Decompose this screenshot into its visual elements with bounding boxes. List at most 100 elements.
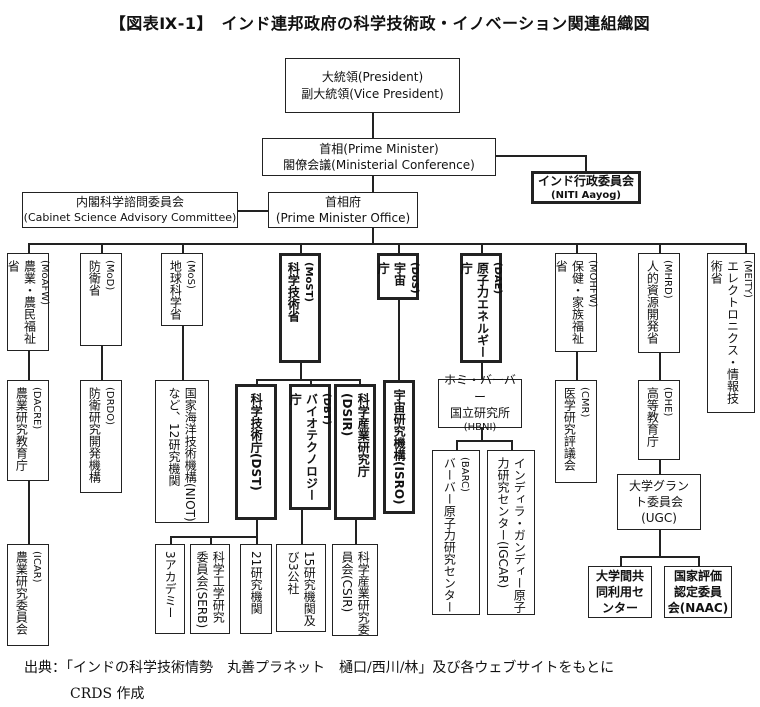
ministry-mod: 防衛省(MoD) — [80, 253, 122, 346]
dacre-abbr: (DACRE) — [30, 387, 42, 430]
connector-hbni-igcar — [511, 440, 513, 450]
serb-label: 科学工学研究委員会(SERB) — [195, 551, 226, 629]
icar-abbr: (ICAR) — [30, 551, 42, 583]
icar-box: 農業研究委員会(ICAR) — [7, 544, 49, 646]
academy-label: 3アカデミー — [163, 551, 178, 619]
connector-drop-8 — [659, 243, 661, 253]
niti-aayog-label: インド行政委員会 — [537, 173, 634, 188]
naac-line3: 会(NAAC) — [667, 601, 729, 616]
ministry-meity: エレクトロニクス・情報技術省(MEITY) — [707, 253, 755, 413]
ministry-name: エレクトロニクス・情報技術省 — [709, 260, 740, 404]
ugc-line2: ト委員会 — [634, 494, 683, 509]
pm-office-en: (Prime Minister Office) — [275, 211, 411, 225]
cmr-label: 医学研究評議会 — [562, 387, 577, 471]
hbni-box: ホミ・バーバー 国立研究所 (HBNI) — [438, 373, 522, 433]
ministry-name: 人的資源開発省 — [645, 260, 660, 344]
prime-minister-box: 首相(Prime Minister) 閣僚会議(Ministerial Conf… — [262, 138, 496, 176]
ugc-abbr: (UGC) — [641, 511, 677, 526]
connector-most-trunk — [300, 363, 302, 379]
ministry-abbr: (MoD) — [103, 260, 115, 291]
president-label: 大統領(President) — [321, 70, 424, 85]
naac-line2: 認定委員 — [673, 584, 722, 599]
dbt-institutes-label: 15研究機関及び3公社 — [286, 551, 317, 627]
science-advisory-committee-en: (Cabinet Science Advisory Committee) — [23, 210, 237, 224]
connector-mhrd-dhe — [659, 353, 661, 380]
iuc-line1: 大学間共 — [595, 568, 644, 583]
connector-niti-drop — [585, 155, 587, 171]
prime-minister-label: 首相(Prime Minister) — [319, 141, 439, 156]
hbni-line1: ホミ・バーバー — [444, 373, 516, 404]
iuc-line2: 同利用セ — [595, 584, 644, 599]
connector-president-pm — [372, 113, 374, 138]
ministry-abbr: (MHRD) — [661, 260, 673, 299]
academy-box: 3アカデミー — [155, 544, 185, 634]
connector-dst-bar — [170, 536, 256, 538]
ministry-name: 宇宙庁 — [376, 262, 407, 286]
dbt-label: バイオテクノロジー庁 — [288, 393, 319, 501]
ministerial-conference-label: 閣僚会議(Ministerial Conference) — [283, 158, 475, 172]
source-line1: 出典：「インドの科学技術情勢 丸善プラネット 樋口/西川/林」及び各ウェブサイト… — [24, 660, 615, 676]
drdo-box: 防衛研究開発機構(DRDO) — [80, 380, 122, 493]
ministry-abbr: (DoS) — [408, 262, 420, 294]
connector-mos-niot — [182, 326, 184, 380]
ministry-abbr: (MEITY) — [741, 260, 753, 298]
connector-most-dst — [256, 379, 258, 384]
dbt-box: バイオテクノロジー庁(DBT) — [288, 384, 332, 510]
connector-drop-3 — [182, 243, 184, 253]
connector-most-dbt — [310, 379, 312, 384]
csir-label: 科学産業研究委員会(CSIR) — [340, 551, 371, 635]
ministry-name: 保健・家族福祉省 — [554, 260, 585, 344]
connector-hbni-trunk — [481, 428, 483, 440]
connector-dos-isro — [398, 300, 400, 380]
cmr-box: 医学研究評議会(CMR) — [555, 380, 597, 483]
dbt-institutes-box: 15研究機関及び3公社 — [276, 544, 326, 632]
ministry-mhrd: 人的資源開発省(MHRD) — [638, 253, 680, 353]
connector-hbni-bar — [456, 440, 511, 442]
connector-ugc-trunk — [659, 530, 661, 556]
niot-box: 国家海洋技術機構(NIOT)など、12研究機関 — [155, 380, 209, 523]
connector-dsir-csir — [355, 520, 357, 544]
connector-ugc-iuc — [620, 556, 622, 566]
connector-mohfw-cmr — [576, 352, 578, 380]
icar-label: 農業研究委員会 — [14, 551, 29, 635]
connector-drop-7 — [576, 243, 578, 253]
connector-drop-6 — [481, 243, 483, 253]
ministry-dae: 原子力エネルギー庁(DAE) — [459, 253, 503, 363]
connector-dhe-ugc — [659, 460, 661, 474]
connector-drop-1 — [28, 243, 30, 253]
barc-abbr: (BARC) — [458, 457, 470, 492]
president-box: 大統領(President) 副大統領(Vice President) — [285, 58, 460, 113]
dst-label: 科学技術庁(DST) — [249, 393, 264, 491]
connector-dst-21 — [256, 536, 258, 544]
connector-sac-pmo — [238, 210, 268, 212]
ministry-name: 原子力エネルギー庁 — [459, 262, 490, 358]
ministry-name: 地球科学省 — [168, 260, 183, 320]
ministry-name: 防衛省 — [87, 260, 102, 296]
cmr-abbr: (CMR) — [578, 387, 590, 418]
niti-aayog-abbr: (NITI Aayog) — [551, 189, 621, 201]
niti-aayog-box: インド行政委員会 (NITI Aayog) — [531, 171, 641, 204]
ministry-most: 科学技術省(MoST) — [279, 253, 321, 363]
connector-dbt-15 — [301, 510, 303, 544]
connector-hbni-barc — [456, 440, 458, 450]
pm-office-label: 首相府 — [324, 194, 361, 209]
hbni-line2: 国立研究所 — [449, 405, 510, 420]
connector-drop-4 — [300, 243, 302, 253]
barc-box: バーバー原子力研究センター(BARC) — [432, 450, 480, 615]
ugc-line1: 大学グラン — [628, 478, 689, 493]
ministry-abbr: (MOHFW) — [586, 260, 598, 308]
ugc-box: 大学グラン ト委員会 (UGC) — [617, 474, 701, 530]
drdo-abbr: (DRDO) — [103, 387, 115, 426]
ministry-moafw: 農業・農民福祉省(MoAFW) — [6, 253, 50, 351]
igcar-box: インディラ・ガンディー原子力研究センター(IGCAR) — [487, 450, 535, 615]
drdo-label: 防衛研究開発機構 — [87, 387, 102, 483]
connector-most-bar — [256, 379, 359, 381]
connector-dst-academy — [170, 536, 172, 544]
barc-label: バーバー原子力研究センター — [442, 457, 457, 613]
dst-institutes-box: 21研究機関 — [240, 544, 272, 634]
science-advisory-committee-box: 内閣科学諮問委員会 (Cabinet Science Advisory Comm… — [22, 192, 238, 228]
diagram-title: 【図表Ⅸ-1】 インド連邦政府の科学技術政・イノベーション関連組織図 — [109, 14, 651, 33]
isro-label: 宇宙研究機構(ISRO) — [392, 389, 407, 505]
vice-president-label: 副大統領(Vice President) — [301, 86, 444, 101]
ministry-mohfw: 保健・家族福祉省(MOHFW) — [554, 253, 598, 352]
